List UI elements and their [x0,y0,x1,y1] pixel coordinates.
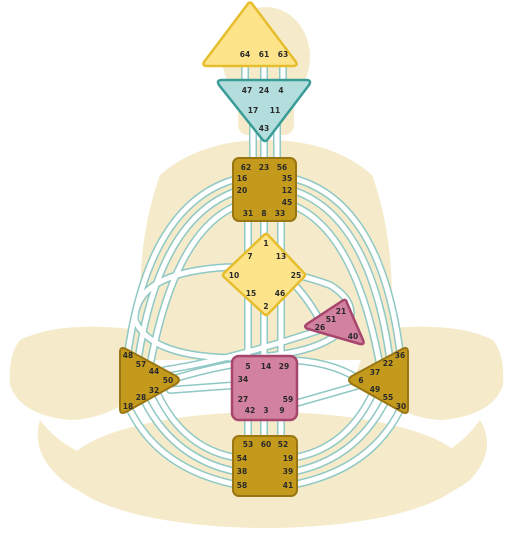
gate-32: 32 [149,386,159,395]
gate-39: 39 [283,467,293,476]
gate-5: 5 [245,362,250,371]
gate-36: 36 [395,351,405,360]
ajna-center[interactable]: 47 24 4 17 11 43 [218,80,310,141]
gate-12: 12 [282,186,292,195]
gate-37: 37 [370,368,380,377]
gate-40: 40 [348,332,358,341]
gate-9: 9 [279,406,284,415]
gate-3: 3 [263,406,268,415]
gate-20: 20 [237,186,247,195]
gate-61: 61 [259,50,269,59]
gate-48: 48 [123,351,133,360]
gate-59: 59 [283,395,293,404]
gate-62: 62 [241,163,251,172]
gate-14: 14 [261,362,271,371]
gate-6: 6 [358,376,363,385]
gate-52: 52 [278,440,288,449]
gate-44: 44 [149,367,159,376]
gate-49: 49 [370,385,380,394]
gate-1: 1 [263,239,268,248]
gate-56: 56 [277,163,287,172]
gate-4: 4 [278,86,283,95]
sacral-center[interactable]: 5 14 29 34 27 59 42 3 9 [232,356,297,420]
gate-33: 33 [275,209,285,218]
gate-53: 53 [243,440,253,449]
gate-8: 8 [261,209,266,218]
gate-41: 41 [283,481,293,490]
gate-2: 2 [263,302,268,311]
gate-35: 35 [282,174,292,183]
gate-47: 47 [242,86,252,95]
gate-10: 10 [229,271,239,280]
root-center[interactable]: 53 60 52 54 19 38 39 58 41 [233,436,297,496]
gate-26: 26 [315,323,325,332]
gate-18: 18 [123,402,133,411]
gate-15: 15 [246,289,256,298]
gate-22: 22 [383,359,393,368]
gate-23: 23 [259,163,269,172]
gate-63: 63 [278,50,288,59]
gate-25: 25 [291,271,301,280]
gate-16: 16 [237,174,247,183]
gate-46: 46 [275,289,285,298]
gate-11: 11 [270,106,280,115]
gate-17: 17 [248,106,258,115]
gate-19: 19 [283,454,293,463]
gate-57: 57 [136,360,146,369]
gate-64: 64 [240,50,250,59]
gate-51: 51 [326,315,336,324]
gate-60: 60 [261,440,271,449]
gate-30: 30 [396,402,406,411]
gate-43: 43 [259,124,269,133]
gate-24: 24 [259,86,269,95]
gate-42: 42 [245,406,255,415]
gate-34: 34 [238,375,248,384]
gate-13: 13 [276,252,286,261]
gate-21: 21 [336,307,346,316]
gate-28: 28 [136,393,146,402]
gate-45: 45 [282,198,292,207]
throat-center[interactable]: 62 23 56 16 35 20 12 45 31 8 33 [233,158,296,221]
gate-58: 58 [237,481,247,490]
gate-38: 38 [237,467,247,476]
gate-27: 27 [238,395,248,404]
gate-55: 55 [383,393,393,402]
channel-25 [297,385,360,403]
gate-31: 31 [243,209,253,218]
gate-54: 54 [237,454,247,463]
gate-7: 7 [247,252,252,261]
gate-50: 50 [163,376,173,385]
gate-29: 29 [279,362,289,371]
